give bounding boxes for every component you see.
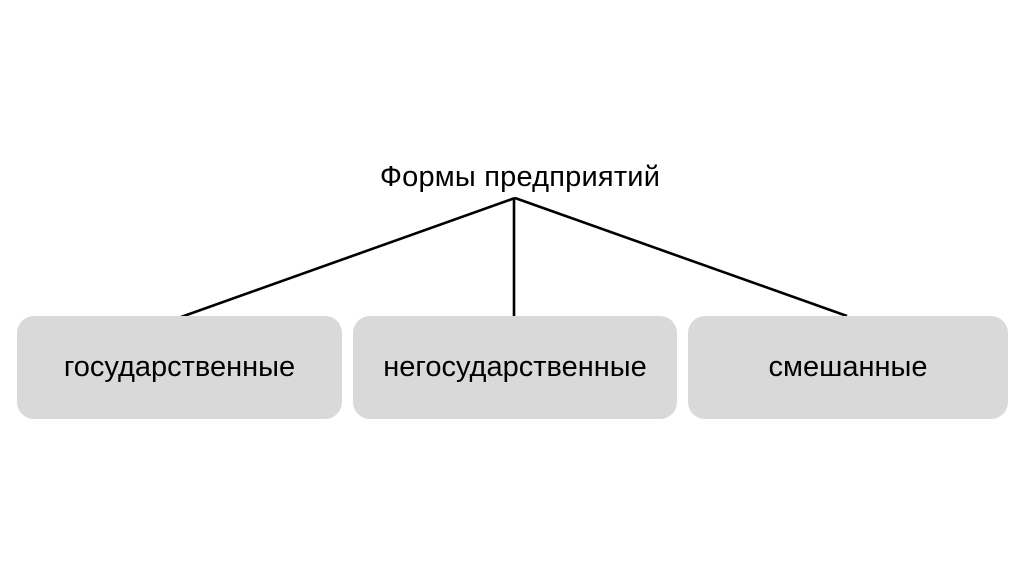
node-mixed: смешанные	[688, 316, 1008, 419]
node-nonstate-label: негосударственные	[383, 351, 647, 383]
diagram-title: Формы предприятий	[379, 161, 661, 193]
node-state: государственные	[17, 316, 342, 419]
connector-line-right	[514, 196, 848, 318]
node-mixed-label: смешанные	[768, 351, 928, 383]
node-nonstate: негосударственные	[353, 316, 677, 419]
node-state-label: государственные	[63, 351, 296, 383]
connector-line-left	[180, 196, 516, 319]
